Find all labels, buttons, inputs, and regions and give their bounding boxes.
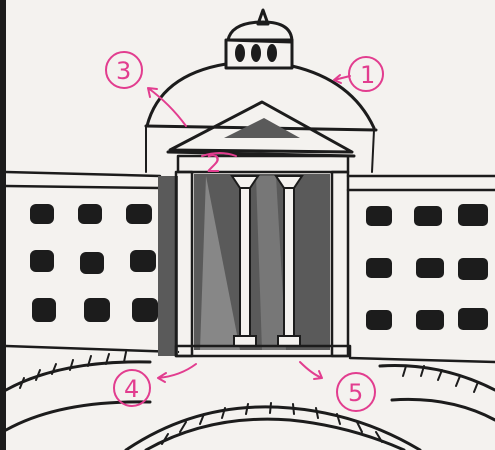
window <box>32 298 56 322</box>
left-windows <box>30 204 158 322</box>
window <box>366 206 392 226</box>
label-4: 4 <box>124 375 139 403</box>
window <box>366 310 392 330</box>
window <box>78 204 102 224</box>
label-1-arrow <box>334 75 350 83</box>
window <box>126 204 152 224</box>
window <box>84 298 110 322</box>
lantern-window <box>235 44 245 62</box>
window <box>416 310 444 330</box>
arches <box>6 352 495 450</box>
window <box>416 258 444 278</box>
right-wing <box>348 176 495 362</box>
label-5: 5 <box>348 379 363 407</box>
window <box>366 258 392 278</box>
window <box>132 298 158 322</box>
lantern-window <box>251 44 261 62</box>
left-border <box>0 0 6 450</box>
label-3: 3 <box>116 57 131 85</box>
portico <box>168 102 354 356</box>
window <box>458 308 488 330</box>
lantern-window <box>267 44 277 62</box>
window <box>130 250 156 272</box>
dome-drum-right <box>372 130 374 172</box>
right-windows <box>366 204 488 330</box>
window <box>80 252 104 274</box>
window <box>458 204 488 226</box>
window <box>458 258 488 280</box>
label-4-arrow <box>158 364 196 382</box>
window <box>30 204 54 224</box>
left-wing <box>6 172 178 356</box>
label-5-arrow <box>300 362 322 379</box>
label-1: 1 <box>360 61 375 89</box>
lantern <box>226 10 292 68</box>
window <box>414 206 442 226</box>
window <box>30 250 54 272</box>
